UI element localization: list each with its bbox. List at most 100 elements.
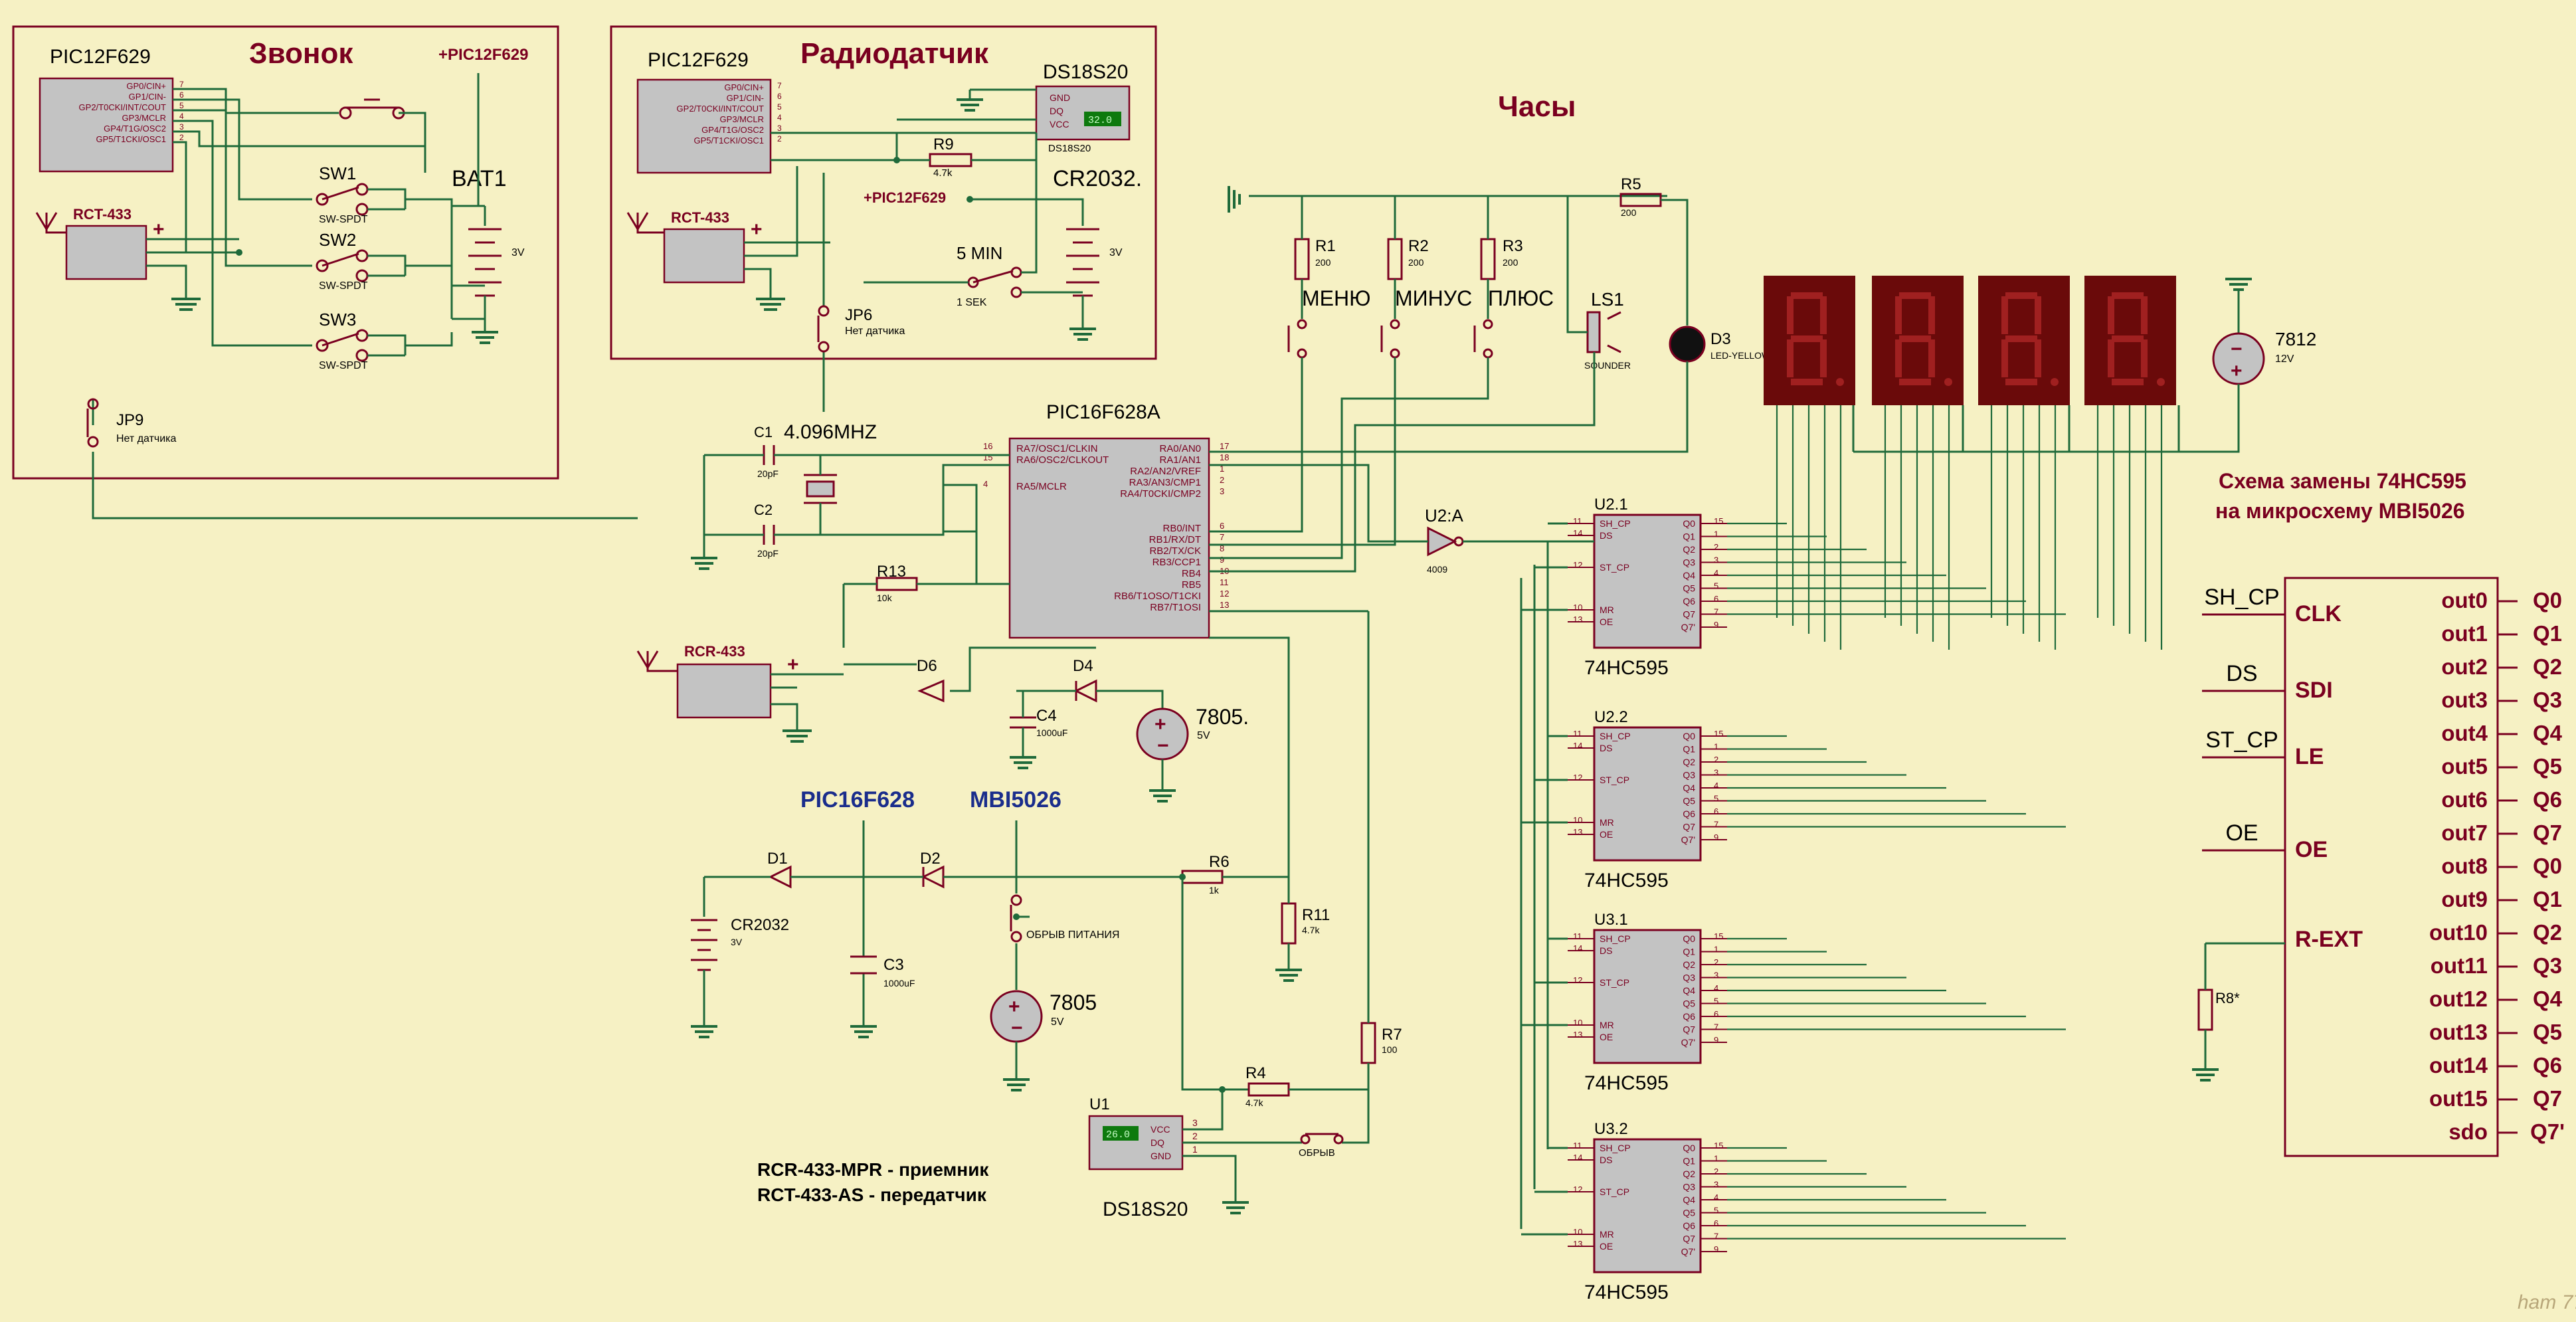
sr-1-left-pin-2: ST_CP [1600, 562, 1629, 573]
jp9-label: JP9 [116, 411, 143, 429]
main-mcu-right-num-3: 2 [1220, 475, 1224, 485]
r7-label: R7 [1382, 1026, 1402, 1044]
main-mcu-right-num-2: 1 [1220, 464, 1224, 474]
sr-2-right-pin-2: Q2 [1683, 757, 1695, 767]
repl-output-6: out6 [2441, 787, 2488, 812]
sr-1-right-num-5: 5 [1714, 581, 1718, 591]
main-mcu: PIC16F628A RA7/OSC1/CLKIN16RA6/OSC2/CLKO… [983, 401, 1229, 639]
r6-label: R6 [1209, 853, 1230, 871]
shift-register-label-2: 74HC595 [1584, 870, 1669, 892]
sr-1-left-num-4: 13 [1573, 614, 1582, 624]
sr-3-right-num-8: 9 [1714, 1035, 1718, 1045]
sr-2-right-num-0: 15 [1714, 729, 1723, 739]
radio-switch: 5 MIN 1 SEK [864, 199, 1083, 308]
bell-mcu-pin-0: GP0/CIN+ [126, 81, 166, 91]
radio-supply-label: +PIC12F629 [864, 189, 946, 206]
radio-mcu-pin-num-0: 7 [777, 81, 782, 90]
repl-output-8: out8 [2441, 854, 2488, 878]
radio-mcu-pin-num-5: 2 [777, 134, 782, 143]
sr-1-left-num-1: 14 [1573, 528, 1582, 538]
repl-input-signal-0: SH_CP [2204, 585, 2279, 610]
sr-3-left-pin-4: OE [1600, 1032, 1613, 1042]
main-mcu-right-pin-5: RB0/INT [1162, 523, 1201, 534]
main-mcu-left-pin-2: RA5/MCLR [1016, 481, 1067, 492]
d6-label: D6 [917, 657, 937, 675]
sr-4-left-pin-4: OE [1600, 1241, 1613, 1252]
main-mcu-label: PIC16F628A [1046, 401, 1160, 423]
sr-4-right-num-2: 2 [1714, 1167, 1718, 1177]
repl-input-pin-4: R-EXT [2295, 927, 2363, 952]
reg-7805b-minus: − [1011, 1017, 1023, 1039]
sw1-type: SW-SPDT [319, 214, 368, 225]
led-ref: D3 [1710, 330, 1731, 348]
segment-1-3 [1787, 296, 1794, 334]
sr-1-right-pin-0: Q0 [1683, 518, 1695, 529]
r3-label: R3 [1503, 237, 1523, 255]
radio-switch-sub: 1 SEK [957, 297, 987, 308]
reg-7805b-label: 7805 [1050, 991, 1097, 1014]
sensor-u1-section: R6 1k R11 4.7k R7 100 R4 4.7k U1 26.0 VC… [1088, 610, 1402, 1220]
main-mcu-left-num-2: 4 [983, 479, 988, 489]
radio-block-frame [610, 25, 1157, 360]
repl-output-7: out7 [2441, 820, 2488, 845]
segment-3-1 [2005, 335, 2037, 342]
sr-3-left-pin-3: MR [1600, 1020, 1614, 1030]
sr-1-right-num-8: 9 [1714, 620, 1718, 630]
d2-label: D2 [920, 850, 941, 868]
sr-2-right-pin-4: Q4 [1683, 783, 1695, 793]
bell-mcu-pin-num-1: 6 [179, 90, 184, 100]
repl-q-11: Q3 [2533, 953, 2562, 978]
sr-4-right-pin-8: Q7' [1681, 1246, 1695, 1257]
main-mcu-left-num-1: 15 [983, 452, 992, 462]
sr-3-left-num-2: 12 [1573, 975, 1582, 985]
sr-2-left-num-3: 10 [1573, 815, 1582, 825]
main-mcu-right-pin-3: RA3/AN3/CMP1 [1129, 477, 1201, 488]
sr-1-right-num-6: 6 [1714, 594, 1718, 604]
shift-register-ref-2: U2.2 [1594, 708, 1628, 726]
sr-3-right-num-7: 7 [1714, 1022, 1718, 1032]
sr-1-right-num-4: 4 [1714, 568, 1718, 578]
jp6-label: JP6 [845, 306, 872, 324]
jp9-note: Нет датчика [116, 433, 177, 444]
sr-4-left-num-1: 14 [1573, 1153, 1582, 1163]
jp6-note: Нет датчика [845, 326, 905, 337]
segment-3-6 [2035, 339, 2041, 377]
bell-jumper: JP9 Нет датчика [86, 398, 638, 519]
sr-2-right-num-5: 5 [1714, 794, 1718, 804]
u1-reading: 26.0 [1106, 1129, 1130, 1141]
main-mcu-right-pin-7: RB2/TX/CK [1149, 545, 1201, 557]
sr-2-left-pin-4: OE [1600, 829, 1613, 840]
segment-dp-2 [1944, 378, 1952, 386]
sr-3-right-pin-7: Q7 [1683, 1024, 1695, 1035]
shift-register-ref-3: U3.1 [1594, 911, 1628, 929]
inverter-type: 4009 [1427, 564, 1447, 575]
sr-3-right-num-6: 6 [1714, 1009, 1718, 1019]
r7-value: 100 [1382, 1044, 1398, 1055]
radio-r9: R9 4.7k [771, 132, 1038, 179]
sr-4-left-num-3: 10 [1573, 1227, 1582, 1237]
sr-4-left-pin-0: SH_CP [1600, 1143, 1631, 1153]
u1-pin-num-2: 2 [1192, 1131, 1198, 1141]
r2-label: R2 [1408, 237, 1429, 255]
radio-sensor-reading: 32.0 [1088, 115, 1112, 126]
r9-value: 4.7k [933, 167, 953, 179]
repl-input-signal-3: OE [2225, 820, 2258, 846]
sr-2-left-pin-3: MR [1600, 817, 1614, 828]
sr-2-left-pin-2: ST_CP [1600, 775, 1629, 785]
radio-sensor-name: DS18S20 [1048, 143, 1091, 154]
repl-output-12: out12 [2429, 987, 2488, 1011]
sr-2-left-pin-0: SH_CP [1600, 731, 1631, 741]
c1-label: C1 [754, 424, 773, 440]
sr-2-right-num-1: 1 [1714, 742, 1718, 752]
radio-sensor-label: DS18S20 [1043, 61, 1128, 83]
radio-title: Радиодатчик [800, 37, 989, 70]
sr-1-right-pin-2: Q2 [1683, 544, 1695, 555]
segment-dp-1 [1836, 378, 1844, 386]
segment-2-2 [1899, 379, 1931, 385]
main-mcu-right-pin-12: RB7/T1OSI [1150, 602, 1201, 613]
sr-2-left-num-1: 14 [1573, 741, 1582, 751]
sr-1-right-pin-4: Q4 [1683, 570, 1695, 581]
shift-register-ref-1: U2.1 [1594, 496, 1628, 514]
radio-mcu-pin-3: GP3/MCLR [720, 114, 764, 124]
r3-value: 200 [1503, 257, 1518, 268]
